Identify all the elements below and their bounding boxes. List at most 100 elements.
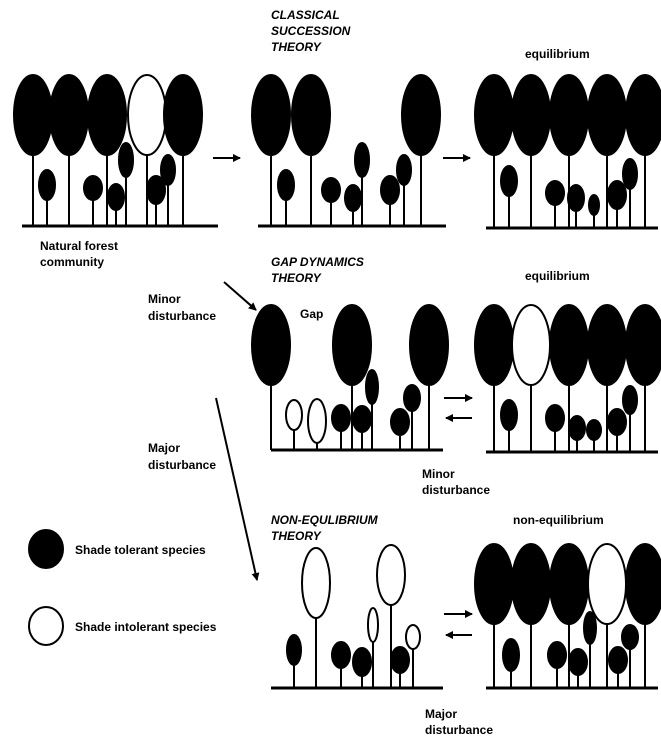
svg-text:disturbance: disturbance (148, 309, 216, 323)
equilibrium-panel-top (475, 75, 661, 228)
shade-tolerant-tree (512, 75, 550, 155)
shade-tolerant-tree (588, 75, 626, 155)
shade-tolerant-tree (292, 75, 330, 155)
shade-tolerant-tree (550, 75, 588, 155)
arrows (213, 158, 472, 635)
forest-panels (14, 75, 661, 688)
svg-text:THEORY: THEORY (271, 529, 322, 543)
svg-text:community: community (40, 255, 104, 269)
shade-tolerant-tree (252, 75, 290, 155)
shade-intolerant-tree (406, 625, 420, 649)
svg-text:Minor: Minor (148, 292, 181, 306)
svg-text:Minor: Minor (422, 467, 455, 481)
shade-tolerant-tree (397, 155, 411, 185)
shade-intolerant-tree (128, 75, 166, 155)
svg-text:NON-EQULIBRIUM: NON-EQULIBRIUM (271, 513, 379, 527)
shade-tolerant-tree (332, 642, 350, 668)
shade-tolerant-tree (381, 176, 399, 204)
shade-tolerant-tree (332, 405, 350, 431)
non-equilibrium-title: NON-EQULIBRIUM THEORY (271, 513, 379, 543)
shade-tolerant-tree (287, 635, 301, 665)
shade-tolerant-tree (108, 184, 124, 210)
shade-tolerant-tree (366, 370, 378, 404)
svg-text:disturbance: disturbance (148, 458, 216, 472)
shade-intolerant-tree (308, 399, 326, 443)
svg-text:Natural forest: Natural forest (40, 239, 118, 253)
shade-tolerant-tree (345, 185, 361, 211)
svg-text:THEORY: THEORY (271, 271, 322, 285)
shade-tolerant-tree (404, 385, 420, 411)
shade-intolerant-swatch (29, 607, 63, 645)
equilibrium-panel-mid (475, 305, 661, 452)
shade-tolerant-tree (550, 305, 588, 385)
shade-tolerant-tree (568, 185, 584, 211)
shade-tolerant-tree (161, 155, 175, 185)
classical-succession-panel (252, 75, 446, 226)
shade-intolerant-tree (588, 544, 626, 624)
arrow-forest-to-gap (224, 282, 256, 310)
major-disturbance-label-bottom: Major disturbance (425, 707, 493, 737)
shade-tolerant-tree (608, 181, 626, 209)
non-equilibrium-state-panel (475, 544, 661, 688)
shade-tolerant-tree (164, 75, 202, 155)
shade-tolerant-tree (355, 143, 369, 177)
legend: Shade tolerant species Shade intolerant … (29, 530, 217, 645)
shade-tolerant-tree (391, 647, 409, 673)
shade-tolerant-tree (402, 75, 440, 155)
svg-text:disturbance: disturbance (425, 723, 493, 737)
shade-tolerant-tree (550, 544, 588, 624)
shade-tolerant-tree (475, 75, 513, 155)
shade-tolerant-tree (609, 647, 627, 673)
shade-tolerant-tree (252, 305, 290, 385)
svg-text:Major: Major (148, 441, 180, 455)
shade-tolerant-tree (626, 75, 661, 155)
shade-tolerant-tree (39, 170, 55, 200)
shade-intolerant-label: Shade intolerant species (75, 620, 217, 634)
minor-disturbance-label-bottom: Minor disturbance (422, 467, 490, 497)
non-equilibrium-label: non-equilibrium (513, 513, 604, 527)
equilibrium-label-mid: equilibrium (525, 269, 590, 283)
gap-dynamics-panel (252, 305, 448, 450)
shade-tolerant-tree (546, 405, 564, 431)
svg-text:disturbance: disturbance (422, 483, 490, 497)
arrow-forest-to-nonequilibrium (216, 398, 257, 580)
shade-tolerant-tree (475, 305, 513, 385)
svg-text:CLASSICAL: CLASSICAL (271, 8, 340, 22)
shade-tolerant-tree (333, 305, 371, 385)
shade-tolerant-tree (546, 181, 564, 205)
shade-tolerant-tree (501, 400, 517, 430)
shade-tolerant-tree (588, 305, 626, 385)
shade-tolerant-tree (548, 642, 566, 668)
svg-text:SUCCESSION: SUCCESSION (271, 24, 351, 38)
natural-forest-panel (14, 75, 218, 226)
classical-succession-title: CLASSICAL SUCCESSION THEORY (271, 8, 351, 54)
shade-tolerant-tree (14, 75, 52, 155)
svg-text:THEORY: THEORY (271, 40, 322, 54)
shade-tolerant-tree (587, 420, 601, 440)
shade-tolerant-tree (569, 649, 587, 675)
shade-tolerant-tree (626, 544, 661, 624)
shade-tolerant-tree (50, 75, 88, 155)
shade-tolerant-label: Shade tolerant species (75, 543, 206, 557)
shade-tolerant-tree (475, 544, 513, 624)
shade-tolerant-tree (322, 178, 340, 202)
natural-forest-label: Natural forest community (40, 239, 118, 269)
shade-intolerant-tree (286, 400, 302, 430)
shade-tolerant-tree (623, 159, 637, 189)
shade-tolerant-tree (623, 386, 637, 414)
shade-tolerant-tree (84, 176, 102, 200)
major-disturbance-label-left: Major disturbance (148, 441, 216, 472)
shade-tolerant-tree (278, 170, 294, 200)
shade-tolerant-tree (119, 143, 133, 177)
shade-intolerant-tree (512, 305, 550, 385)
shade-tolerant-tree (626, 305, 661, 385)
shade-tolerant-tree (584, 612, 596, 644)
non-equilibrium-panel (271, 545, 443, 688)
shade-intolerant-tree (368, 608, 378, 642)
shade-tolerant-tree (608, 409, 626, 435)
shade-tolerant-tree (569, 416, 585, 440)
shade-tolerant-tree (353, 648, 371, 676)
shade-tolerant-swatch (29, 530, 63, 568)
shade-tolerant-tree (501, 166, 517, 196)
